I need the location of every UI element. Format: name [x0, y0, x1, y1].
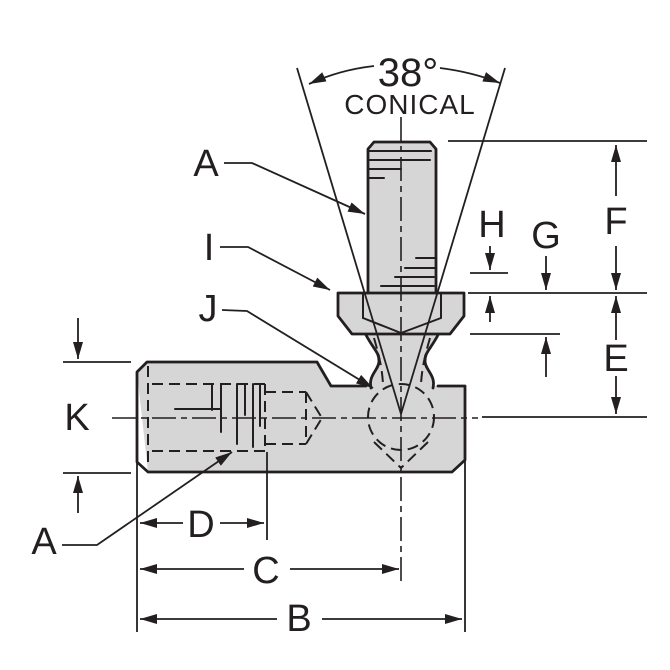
cone-angle-text: 38° [378, 51, 439, 95]
dim-label-f: F [604, 201, 627, 243]
dim-label-a-lower: A [31, 521, 57, 563]
dim-label-b: B [286, 598, 311, 640]
internal-thread-section-lines [174, 383, 261, 448]
nut-facet-lines [362, 293, 442, 334]
dim-label-i: I [204, 227, 215, 269]
stud-thread-lines [367, 150, 437, 287]
dim-label-a-upper: A [193, 143, 219, 185]
nut-fill [338, 293, 464, 334]
dim-label-j: J [199, 288, 218, 330]
dim-label-e: E [603, 338, 628, 380]
leader-i [220, 246, 331, 291]
dim-label-g: G [531, 215, 561, 257]
dim-label-h: H [478, 204, 505, 246]
dimension-lines [73, 145, 621, 624]
leader-j [221, 309, 374, 389]
leader-a-upper [224, 162, 366, 215]
cone-angle-lines [296, 65, 506, 415]
dim-label-k: K [64, 397, 89, 439]
stud-outline [366, 140, 438, 295]
stud-fill [368, 142, 436, 293]
leader-lines [62, 162, 374, 546]
cone-note-text: CONICAL [344, 89, 475, 120]
dim-label-c: C [252, 550, 279, 592]
dim-label-d: D [187, 504, 214, 546]
neck-fill [366, 334, 438, 388]
extension-lines [63, 140, 647, 632]
part-fill-group [137, 142, 465, 472]
cone-arc-left [308, 65, 375, 85]
internal-thread-hidden [147, 366, 323, 468]
leader-a-lower [62, 451, 233, 546]
cone-arc-right [439, 67, 501, 84]
nut-outline [336, 291, 466, 336]
